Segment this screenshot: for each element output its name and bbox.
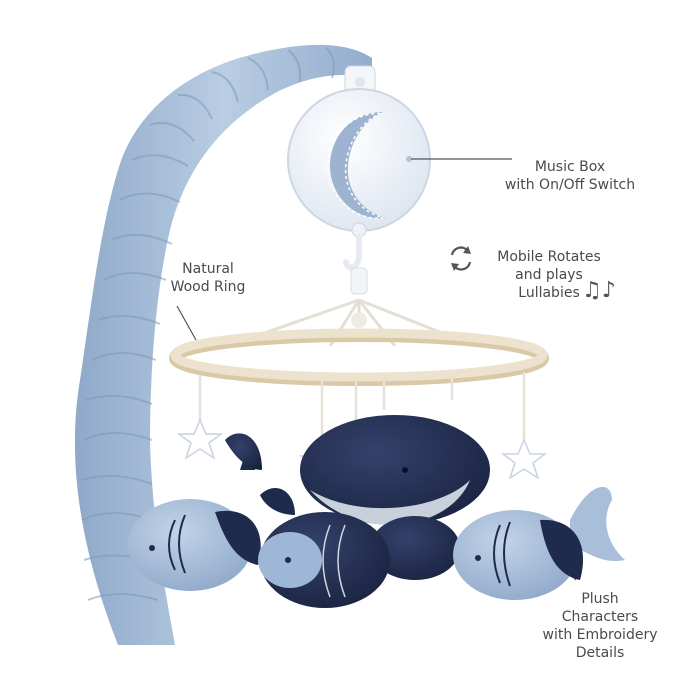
callout-line: Lullabies: [518, 285, 580, 301]
rotate-arrows-icon: [450, 246, 472, 271]
music-box-callout: Music Box with On/Off Switch: [470, 158, 670, 194]
plush-whale: [225, 415, 490, 580]
music-notes-icon: ♫♪: [582, 278, 616, 303]
callout-line: Natural: [182, 261, 234, 277]
callout-line: Music Box: [534, 159, 606, 175]
callout-line: Mobile Rotates: [497, 249, 601, 265]
wood-ring: [169, 328, 549, 386]
plush-fish-center: [258, 487, 390, 608]
callout-line: with Embroidery: [542, 627, 658, 643]
plush-fish-right: [453, 486, 625, 600]
callout-line: Plush: [581, 591, 619, 607]
callout-line: Wood Ring: [170, 279, 246, 295]
crescent-moon-icon: [327, 112, 386, 219]
music-box: [287, 88, 431, 238]
wood-ring-leader: [176, 305, 197, 341]
plush-arm: [74, 44, 373, 646]
wood-ring-callout: Natural Wood Ring: [160, 260, 256, 296]
callout-line: Details: [575, 645, 625, 661]
on-off-switch: [406, 156, 412, 162]
callout-line: Characters: [561, 609, 639, 625]
callout-line: with On/Off Switch: [504, 177, 636, 193]
callout-line: and plays: [515, 267, 583, 283]
plush-callout: Plush Characters with Embroidery Details: [525, 590, 675, 662]
rotates-callout: Mobile Rotates and plays Lullabies: [484, 248, 614, 302]
hook: [343, 234, 362, 271]
plush-fish-left: [128, 499, 261, 591]
